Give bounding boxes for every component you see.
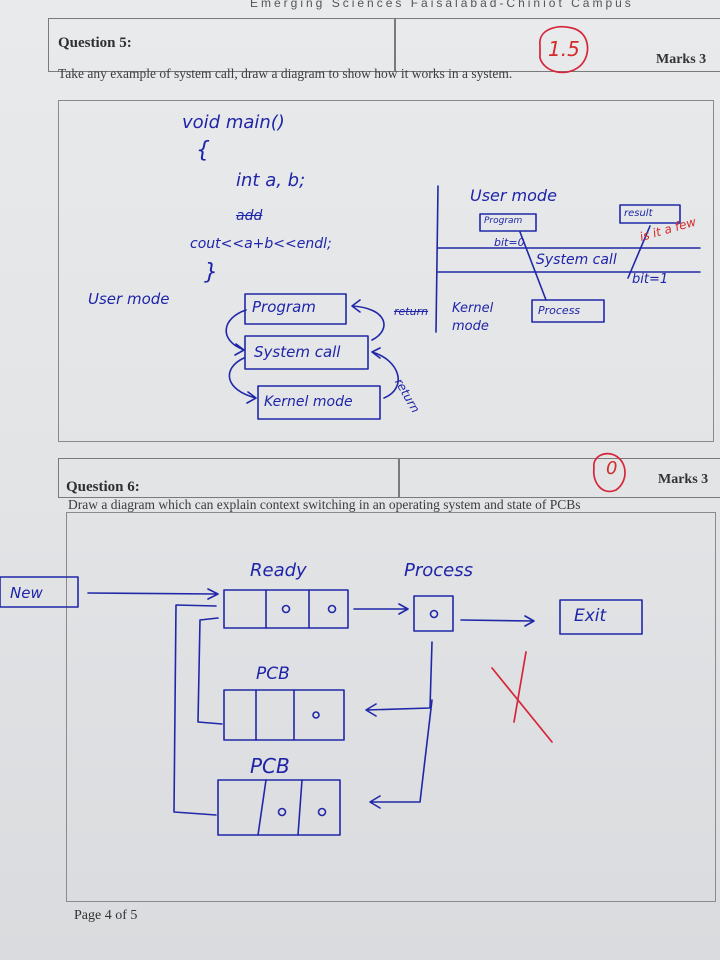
question5-title-cell bbox=[48, 18, 396, 72]
q5-arrow-return-lower bbox=[371, 347, 400, 399]
q5-code-line1: void main() bbox=[182, 112, 285, 133]
q6-pcb2-divider-2 bbox=[297, 779, 303, 836]
q6-pcb2-dot-2 bbox=[317, 807, 327, 817]
q6-ready-label: Ready bbox=[250, 560, 307, 581]
q6-pcb2-label: PCB bbox=[250, 754, 290, 778]
q6-pcb2-dot-1 bbox=[277, 807, 287, 817]
q5-right-bit1: bit=1 bbox=[632, 272, 669, 287]
q5-right-bit0: bit=0 bbox=[494, 236, 525, 249]
campus-header: Emerging Sciences Faisalabad-Chiniot Cam… bbox=[250, 0, 634, 10]
question6-answer-box bbox=[66, 512, 716, 902]
q6-arrow-ready-to-process bbox=[353, 603, 409, 615]
q5-code-line3: add bbox=[236, 208, 263, 224]
q5-code-brace-open: { bbox=[196, 138, 210, 163]
q6-pcb2-box bbox=[217, 779, 341, 836]
q5-grade: 1.5 bbox=[548, 37, 580, 61]
q5-code-line4: cout<<a+b<<endl; bbox=[190, 236, 332, 252]
q6-exit-label: Exit bbox=[574, 606, 607, 626]
q5-vertical-divider bbox=[435, 185, 439, 333]
question5-prompt: Take any example of system call, draw a … bbox=[58, 66, 513, 81]
q5-right-process-box bbox=[531, 299, 605, 323]
q5-right-program-label: Program bbox=[484, 216, 523, 226]
question5-answer-box bbox=[58, 100, 714, 442]
q5-right-process-label: Process bbox=[538, 304, 581, 317]
q6-process-box bbox=[413, 595, 454, 632]
q6-pcb1-box bbox=[223, 689, 345, 741]
question6-title: Question 6: bbox=[66, 479, 140, 495]
page-number: Page 4 of 5 bbox=[74, 908, 138, 923]
q5-left-user-mode-label: User mode bbox=[88, 290, 170, 308]
q6-red-cross-2 bbox=[513, 651, 527, 723]
q5-box-kernel-mode bbox=[257, 385, 381, 420]
q6-arrow-pcb2-to-ready bbox=[173, 604, 217, 816]
q6-arrow-process-to-pcb2 bbox=[369, 699, 433, 809]
question6-marks: Marks 3 bbox=[658, 472, 709, 487]
question6-title-cell bbox=[58, 458, 400, 498]
q6-ready-dot-1 bbox=[281, 604, 291, 614]
q5-return-scratch: return bbox=[394, 305, 429, 318]
q5-right-result-label: result bbox=[624, 208, 653, 219]
q5-right-system-call: System call bbox=[536, 252, 617, 268]
question5-title: Question 5: bbox=[58, 35, 132, 51]
q5-arrow-syscall-to-kernel bbox=[228, 357, 257, 404]
q5-arrow-return-upper bbox=[351, 299, 385, 341]
question5-marks: Marks 3 bbox=[656, 52, 707, 67]
q6-pcb1-label: PCB bbox=[256, 664, 290, 684]
q6-ready-queue bbox=[223, 589, 349, 629]
question6-marks-cell bbox=[398, 458, 720, 498]
q6-new-label: New bbox=[10, 584, 43, 602]
q6-process-label: Process bbox=[404, 560, 473, 581]
q5-right-up-arrow bbox=[627, 225, 651, 279]
q6-new-box bbox=[0, 576, 79, 608]
q6-ready-dot-2 bbox=[327, 604, 337, 614]
q6-red-cross-1 bbox=[491, 667, 553, 743]
q6-pcb2-divider-1 bbox=[257, 779, 267, 836]
q5-box-program-label: Program bbox=[252, 298, 316, 316]
q5-box-program bbox=[244, 293, 347, 325]
q5-box-kernel-mode-label: Kernel mode bbox=[264, 394, 353, 410]
q5-code-line2: int a, b; bbox=[236, 170, 306, 191]
q5-box-system-call bbox=[244, 335, 369, 370]
q6-arrow-process-to-pcb1 bbox=[365, 641, 433, 717]
q5-right-kernel-mode: Kernel mode bbox=[452, 301, 494, 334]
q6-exit-box bbox=[559, 599, 643, 635]
q6-arrow-process-to-exit bbox=[460, 615, 535, 627]
q5-code-brace-close: } bbox=[204, 260, 218, 285]
q5-arrow-program-to-syscall bbox=[225, 309, 247, 356]
q5-right-program-box bbox=[479, 213, 537, 232]
q6-grade: 0 bbox=[606, 458, 618, 479]
q6-process-dot bbox=[429, 609, 439, 619]
q6-arrow-pcb1-to-ready bbox=[197, 617, 223, 725]
q6-arrow-new-to-ready bbox=[87, 588, 219, 600]
q5-right-user-mode: User mode bbox=[470, 186, 557, 205]
question6-header-table bbox=[58, 458, 720, 498]
q5-right-result-box bbox=[619, 204, 681, 224]
question6-prompt: Draw a diagram which can explain context… bbox=[68, 497, 581, 512]
q5-box-system-call-label: System call bbox=[254, 343, 341, 361]
q5-right-diagonal-arrow bbox=[519, 231, 547, 301]
q6-grade-circle bbox=[592, 452, 626, 493]
header-strip: Emerging Sciences Faisalabad-Chiniot Cam… bbox=[0, 0, 720, 16]
q6-pcb1-dot bbox=[312, 711, 320, 719]
q5-grade-circle bbox=[539, 26, 589, 74]
